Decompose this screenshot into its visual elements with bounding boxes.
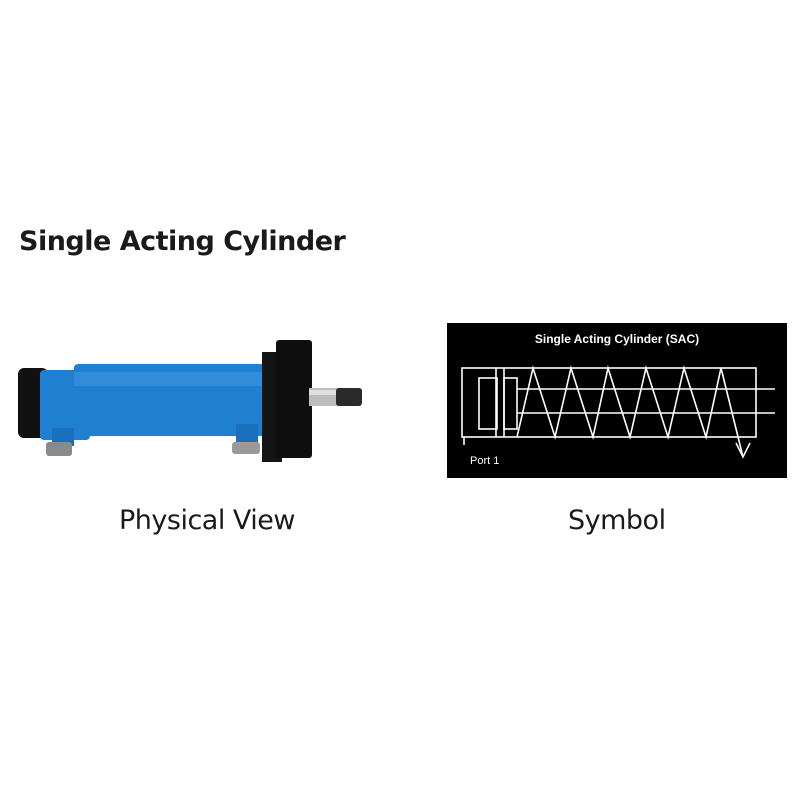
cylinder-physical-image bbox=[14, 328, 366, 463]
symbol-caption: Symbol bbox=[568, 505, 666, 536]
page-title: Single Acting Cylinder bbox=[19, 226, 346, 257]
symbol-heading: Single Acting Cylinder (SAC) bbox=[535, 332, 699, 346]
physical-view-caption: Physical View bbox=[119, 505, 296, 536]
cylinder-symbol-diagram: Single Acting Cylinder (SAC) Port 1 bbox=[447, 323, 787, 478]
port-label: Port 1 bbox=[470, 455, 499, 467]
